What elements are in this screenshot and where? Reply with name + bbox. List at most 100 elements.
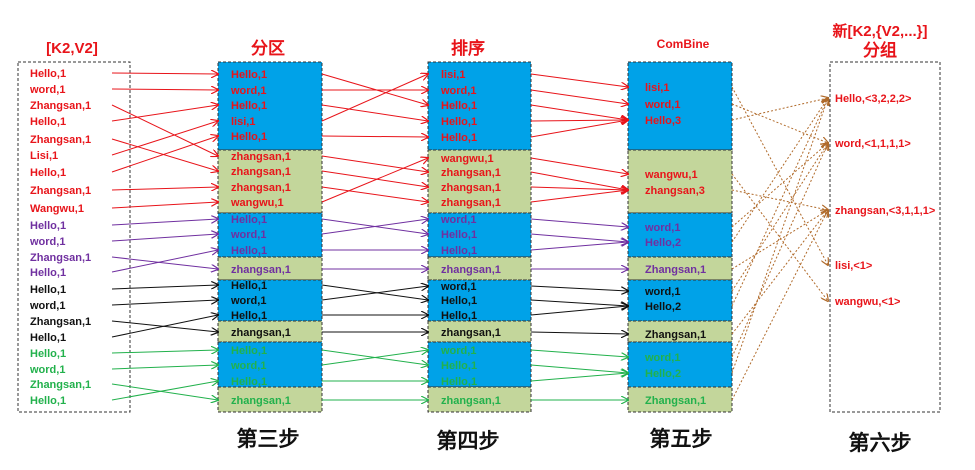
- col1-item-green-3: Hello,1: [30, 395, 66, 407]
- col3-block-4: [427, 279, 532, 322]
- col3-item-4-0: word,1: [440, 281, 476, 293]
- arrow-34-10: [530, 233, 628, 242]
- arrow-45-13: [731, 210, 828, 401]
- arrow-34-5: [530, 157, 628, 174]
- col1-item-purple-0: Hello,1: [30, 220, 66, 232]
- arrow-34-6: [530, 171, 628, 190]
- col2-item-1-2: zhangsan,1: [231, 182, 291, 194]
- arrow-12-18: [111, 365, 218, 370]
- col1-item-purple-1: word,1: [29, 236, 65, 248]
- arrow-12-16: [111, 315, 218, 338]
- col4-item-4-1: Hello,2: [645, 301, 681, 313]
- arrow-45-1: [731, 103, 828, 143]
- arrow-34-11: [530, 242, 628, 251]
- col3-item-4-2: Hello,1: [441, 310, 477, 322]
- header-kv: [K2,V2]: [46, 40, 98, 57]
- col4-item-4-0: word,1: [644, 286, 680, 298]
- col3-item-1-2: zhangsan,1: [441, 182, 501, 194]
- arrow-12-9: [111, 219, 218, 226]
- arrow-23-5: [321, 155, 428, 172]
- arrow-45-6: [731, 98, 828, 243]
- col2-item-7-0: zhangsan,1: [231, 395, 291, 407]
- arrow-34-2: [530, 104, 628, 120]
- arrow-34-13: [530, 285, 628, 291]
- arrow-45-2: [731, 98, 828, 121]
- col5-item-4: wangwu,<1>: [834, 296, 900, 308]
- col2-item-4-0: Hello,1: [231, 280, 267, 292]
- col4-block-1: [627, 149, 733, 214]
- col3-block-1: [427, 149, 532, 214]
- arrow-12-7: [111, 187, 218, 190]
- arrow-34-7: [530, 187, 628, 190]
- header-sort: 排序: [451, 38, 485, 58]
- col3-item-1-3: zhangsan,1: [441, 197, 501, 209]
- arrow-12-19: [111, 383, 218, 400]
- col4-item-0-1: word,1: [644, 99, 680, 111]
- arrow-12-1: [111, 89, 218, 90]
- arrow-34-17: [530, 349, 628, 357]
- arrow-45-10: [731, 210, 828, 335]
- col3-item-2-1: Hello,1: [441, 229, 477, 241]
- col4-item-2-1: Hello,2: [645, 237, 681, 249]
- col2-block-7: [217, 386, 323, 413]
- arrow-12-0: [111, 73, 218, 74]
- col1-item-red-7: Zhangsan,1: [30, 185, 91, 197]
- step6-label: 第六步: [849, 431, 912, 455]
- col4-item-2-0: word,1: [644, 222, 680, 234]
- col2-item-2-0: Hello,1: [231, 214, 267, 226]
- col2-item-4-2: Hello,1: [231, 310, 267, 322]
- col3-item-0-3: Hello,1: [441, 116, 477, 128]
- col4-block-7: [627, 386, 733, 413]
- col3-item-0-4: Hello,1: [441, 132, 477, 144]
- col1-item-green-1: word,1: [29, 364, 65, 376]
- arrow-23-2: [321, 104, 428, 121]
- col3-item-0-2: Hello,1: [441, 100, 477, 112]
- col2-item-2-2: Hello,1: [231, 245, 267, 257]
- arrow-34-14: [530, 299, 628, 306]
- col3-item-6-1: Hello,1: [441, 360, 477, 372]
- col3-item-4-1: Hello,1: [441, 295, 477, 307]
- arrow-45-5: [731, 143, 828, 228]
- col1-item-black-2: Zhangsan,1: [30, 316, 91, 328]
- col2-item-3-0: zhangsan,1: [231, 264, 291, 276]
- col4-item-1-1: zhangsan,3: [645, 185, 705, 197]
- col4-item-0-2: Hello,3: [645, 115, 681, 127]
- arrow-12-10: [111, 234, 218, 242]
- col1-item-purple-2: Zhangsan,1: [30, 252, 91, 264]
- arrow-34-15: [530, 306, 628, 316]
- col4-item-1-0: wangwu,1: [644, 169, 698, 181]
- col1-item-red-6: Hello,1: [30, 167, 66, 179]
- arrow-23-3: [321, 74, 428, 122]
- arrow-45-9: [731, 98, 828, 307]
- col1-item-black-1: word,1: [29, 300, 65, 312]
- col3-block-7: [427, 386, 532, 413]
- col2-item-0-4: Hello,1: [231, 131, 267, 143]
- col3-item-2-0: word,1: [440, 214, 476, 226]
- arrow-45-4: [731, 189, 828, 210]
- col4-block-0: [627, 61, 733, 151]
- step4-label: 第四步: [437, 429, 500, 453]
- step5-label: 第五步: [650, 427, 713, 451]
- col2-block-4: [217, 279, 323, 322]
- col3-item-6-2: Hello,1: [441, 376, 477, 388]
- col5-item-0: Hello,<3,2,2,2>: [835, 93, 911, 105]
- arrow-12-20: [111, 381, 218, 401]
- col3-block-6: [427, 341, 532, 388]
- arrow-34-3: [530, 120, 628, 121]
- arrow-23-6: [321, 170, 428, 187]
- arrow-34-16: [530, 332, 628, 334]
- col2-item-1-0: zhangsan,1: [231, 151, 291, 163]
- col1-item-red-2: Zhangsan,1: [30, 100, 91, 112]
- col5-item-1: word,<1,1,1,1>: [834, 138, 911, 150]
- col2-item-5-0: zhangsan,1: [231, 327, 291, 339]
- arrow-12-3: [111, 105, 218, 122]
- col2-item-2-1: word,1: [230, 229, 266, 241]
- arrow-34-19: [530, 373, 628, 382]
- col3-item-1-1: zhangsan,1: [441, 167, 501, 179]
- arrow-23-7: [321, 186, 428, 202]
- arrow-34-4: [530, 120, 628, 138]
- col3-item-7-0: zhangsan,1: [441, 395, 501, 407]
- col2-item-0-2: Hello,1: [231, 100, 267, 112]
